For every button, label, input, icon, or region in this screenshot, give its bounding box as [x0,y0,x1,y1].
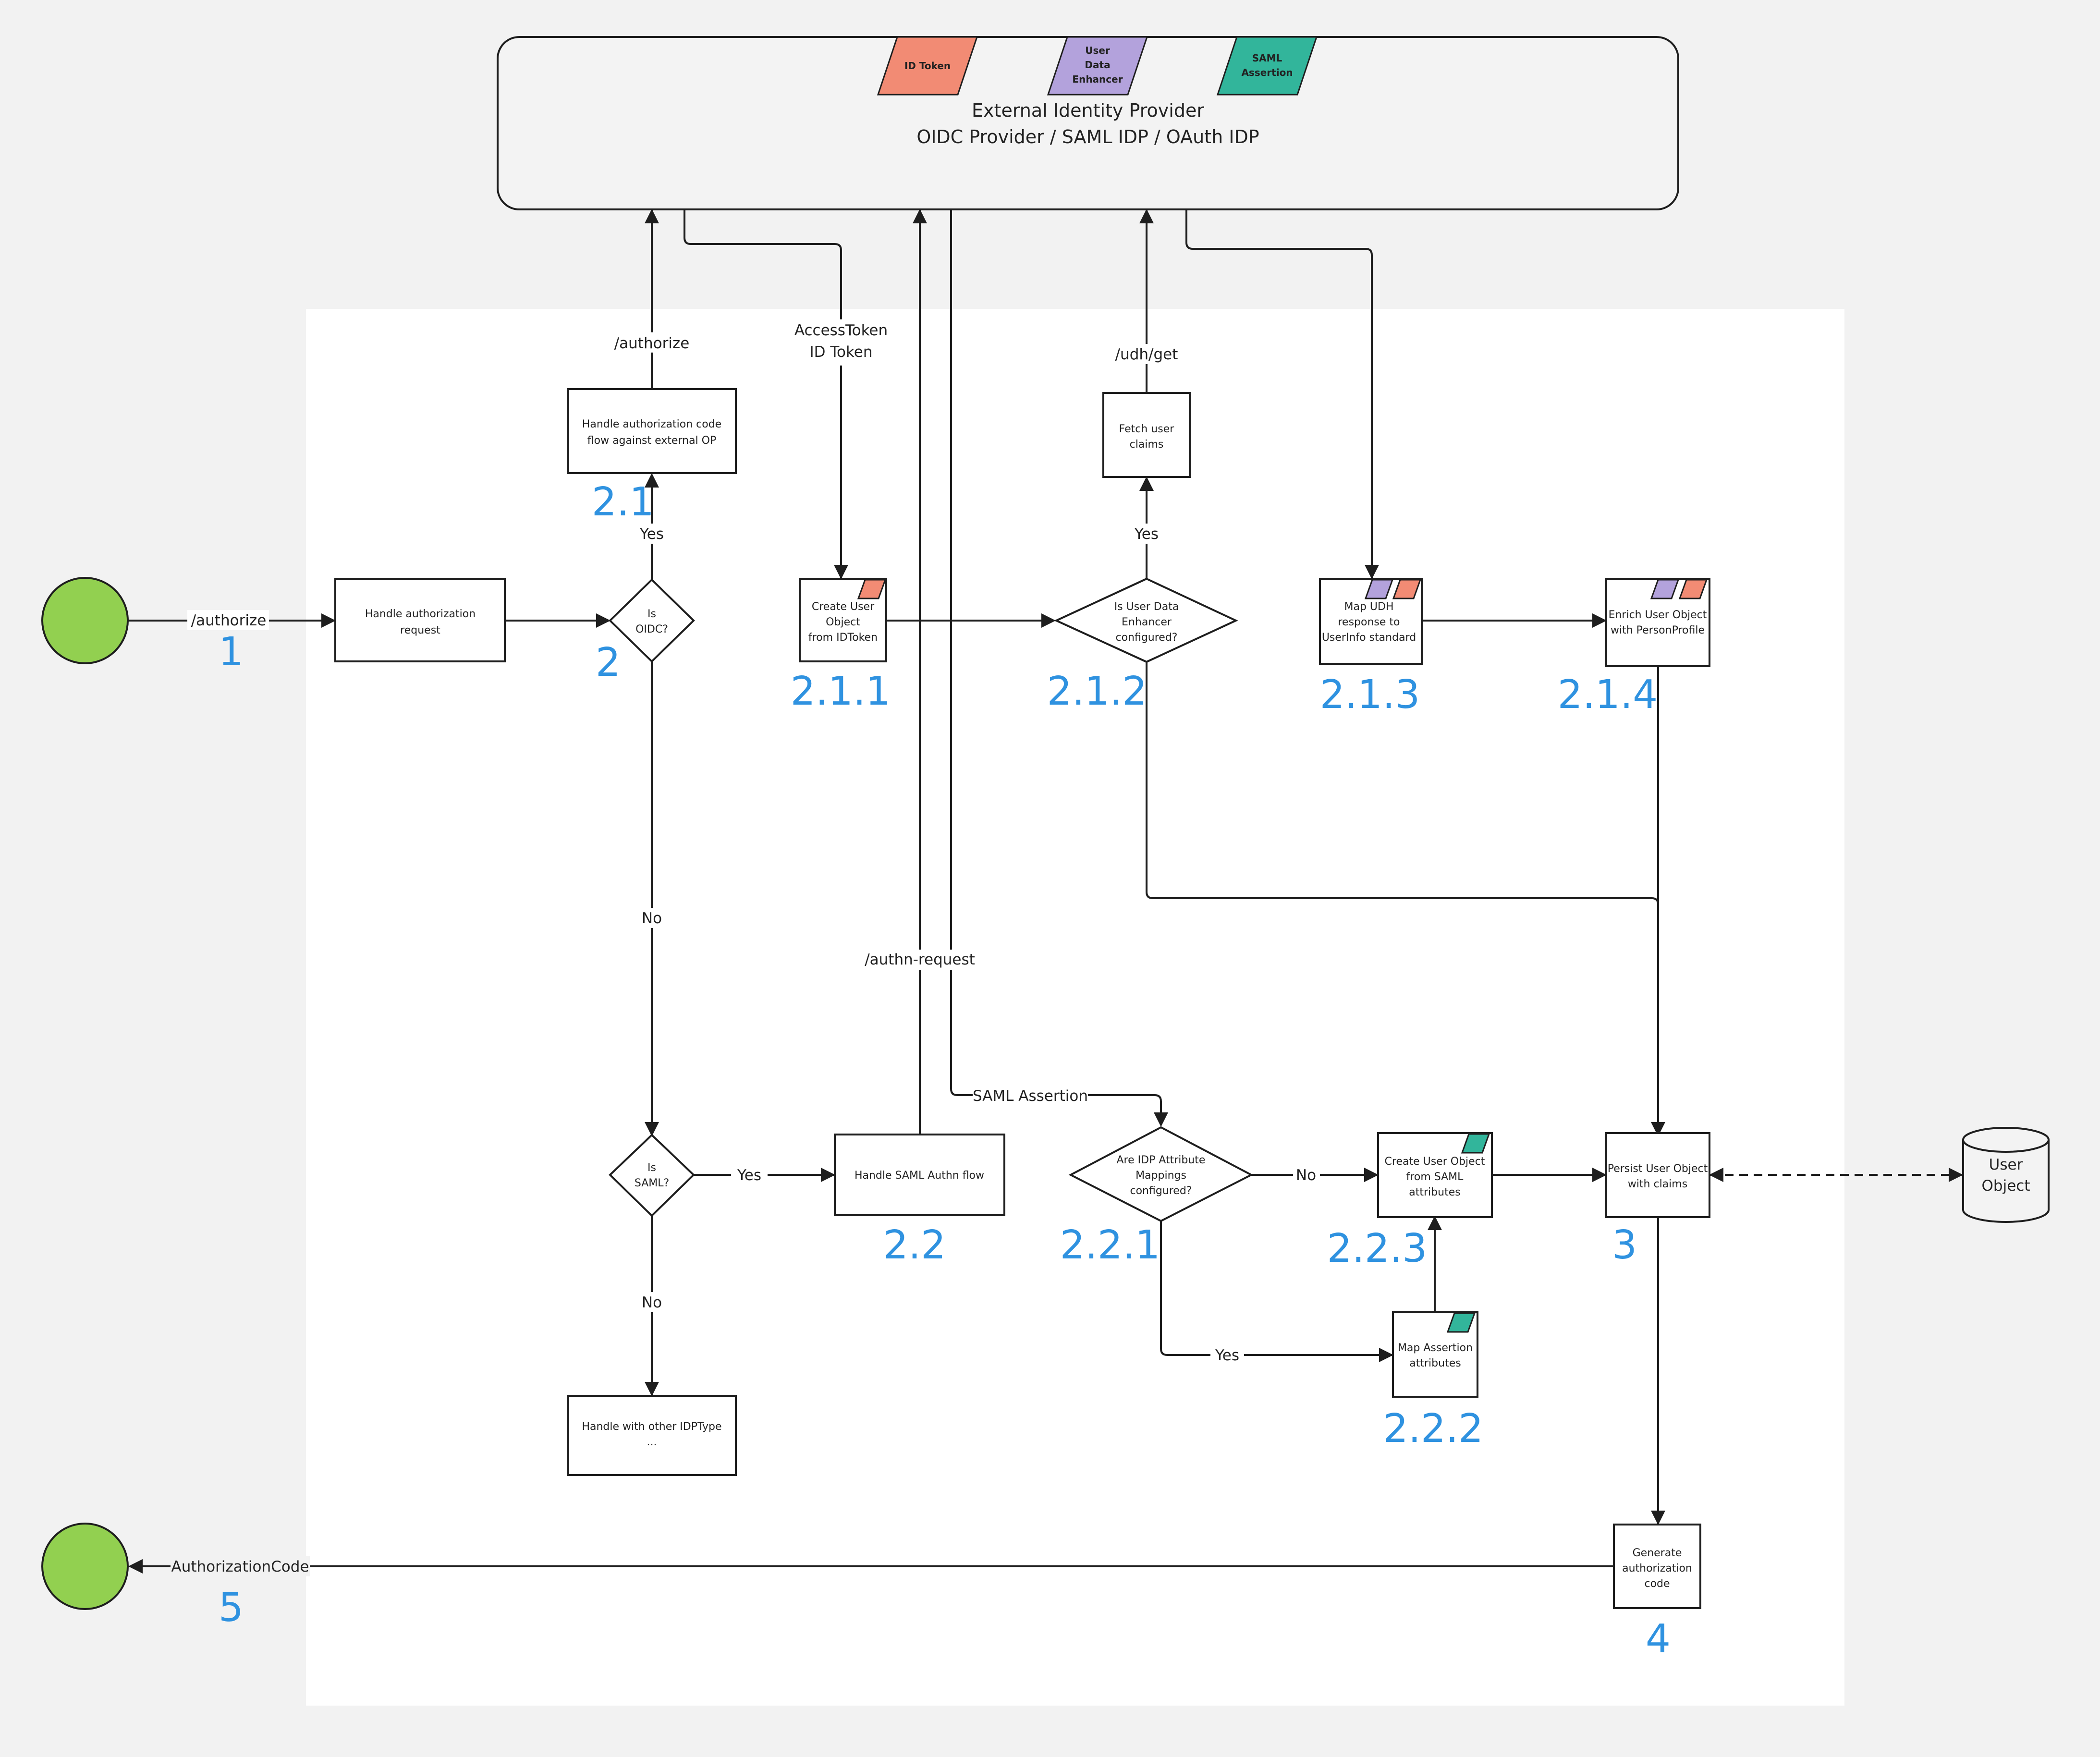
edge-label-oidc-yes: Yes [639,525,664,543]
handle-other-node [567,1395,737,1476]
edge-label-udh-yes: Yes [1134,525,1159,543]
udh-tag [1364,579,1394,599]
canvas-area [306,309,1844,1706]
is-udh-configured-node [1054,577,1238,663]
step-2-1-2: 2.1.2 [1047,669,1148,714]
handle-auth-request-node [334,578,506,662]
id-token-tag [857,579,887,599]
are-mappings-configured-node [1068,1126,1254,1222]
persist-user-node [1605,1132,1710,1218]
saml-assertion-shape [1216,36,1318,96]
step-2-2-2: 2.2.2 [1383,1406,1484,1452]
is-oidc-node [609,578,695,663]
edge-idp-tokens [684,209,848,579]
udh-tag-2 [1650,579,1680,599]
edge-label-authorization-code: AuthorizationCode [171,1558,309,1575]
end-terminal [41,1523,129,1610]
handle-saml-label: Handle SAML Authn flow [855,1170,984,1182]
handle-saml-node [834,1134,1005,1216]
edge-label-mappings-no: No [1296,1167,1316,1184]
edge-label-oidc-no: No [642,910,662,927]
generate-code-node [1613,1524,1701,1609]
handle-other-label: Handle with other IDPType... [582,1421,721,1448]
step-3: 3 [1612,1222,1637,1268]
step-4: 4 [1646,1616,1671,1662]
idp-title: External Identity Provider [972,100,1204,121]
step-numbers: 1 2 2.1 2.1.1 2.1.2 2.1.3 2.1.4 2.2 2.2.… [219,479,1671,1662]
edge-udh-no-to-persist [1146,662,1659,905]
step-5: 5 [219,1585,244,1631]
user-data-enhancer-shape [1047,36,1148,96]
fetch-user-claims-node [1102,392,1191,478]
edge-label-authorize-out: /authorize [614,335,690,352]
step-2-2-3: 2.2.3 [1327,1226,1428,1271]
is-saml-node [609,1134,695,1217]
edge-mappings-yes [1160,1221,1393,1362]
start-terminal [41,577,129,664]
step-2-1-4: 2.1.4 [1558,672,1658,718]
step-2-1: 2.1 [592,479,654,525]
step-2-1-3: 2.1.3 [1320,672,1420,718]
handle-code-flow-node [567,388,737,474]
step-2-2: 2.2 [883,1222,946,1268]
edges [128,209,1963,1574]
edge-label-saml-yes: Yes [737,1167,761,1184]
edge-label-authn-request: /authn-request [865,951,975,968]
id-token-label: ID Token [904,60,951,72]
saml-tag [1461,1133,1490,1154]
idp-subtitle: OIDC Provider / SAML IDP / OAuth IDP [916,126,1259,147]
saml-tag-2 [1446,1312,1476,1333]
edge-idp-to-map-udh [1185,209,1379,579]
edge-label-mappings-yes: Yes [1215,1347,1239,1364]
edge-label-udh-get: /udh/get [1115,346,1178,363]
id-token-tag-2 [1392,579,1422,599]
step-1: 1 [219,629,244,675]
step-2: 2 [596,640,621,685]
id-token-tag-3 [1678,579,1708,599]
step-2-1-1: 2.1.1 [791,669,891,714]
step-2-2-1: 2.2.1 [1060,1222,1160,1268]
edge-label-saml-no: No [642,1294,662,1311]
edge-label-authorize-in: /authorize [191,612,267,629]
edge-label-saml-assertion: SAML Assertion [973,1087,1088,1105]
id-token-shape [877,36,978,96]
